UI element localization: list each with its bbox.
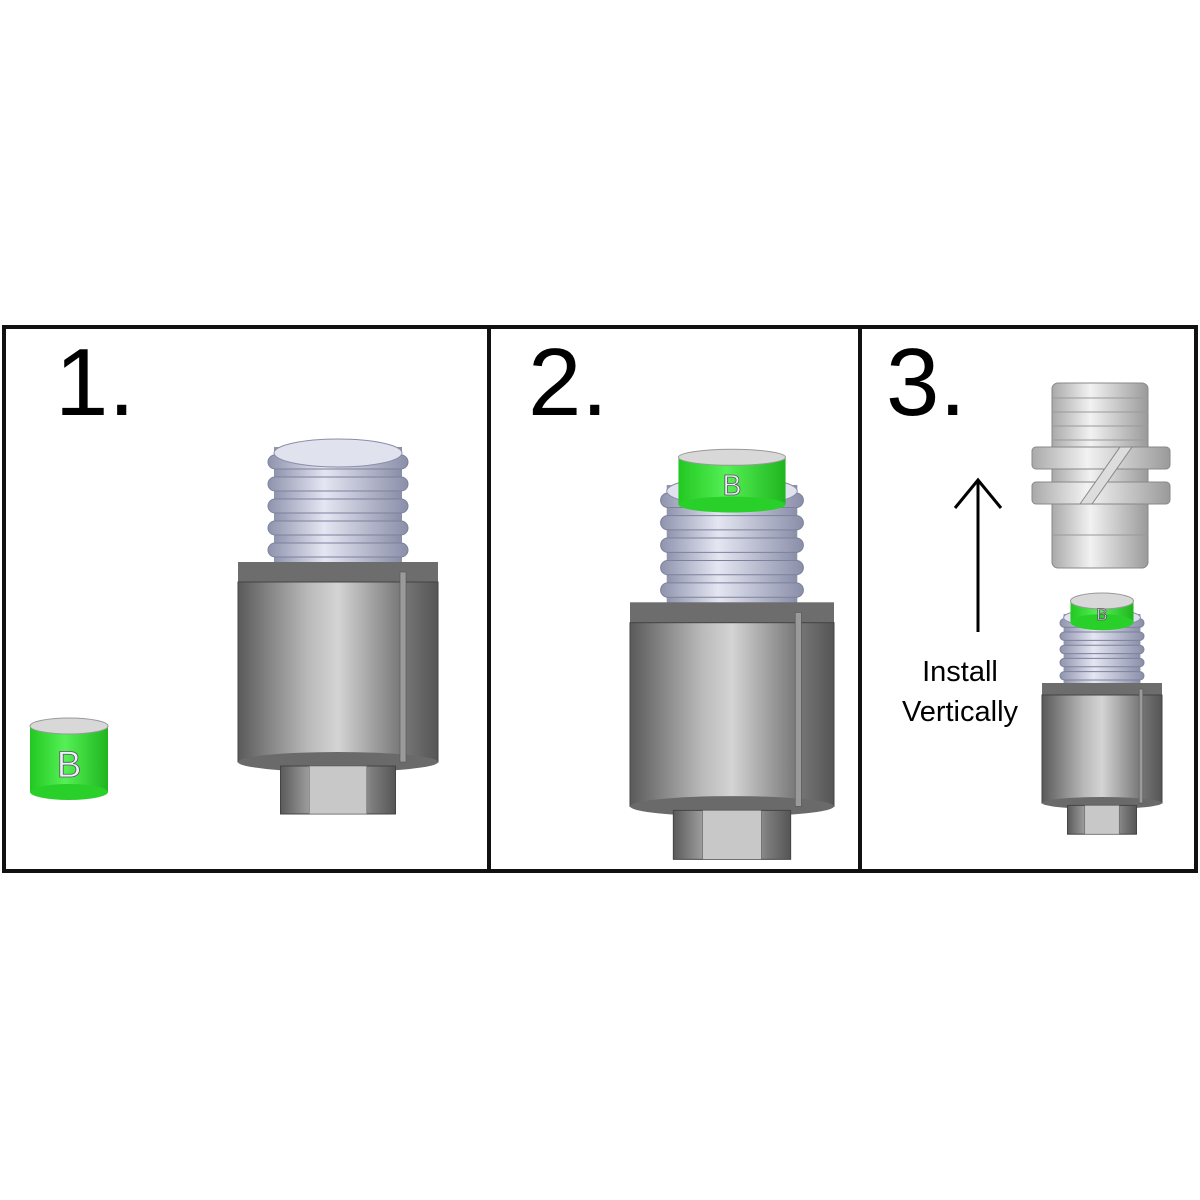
fitting: [237, 438, 439, 815]
thread-ridge: [660, 515, 804, 531]
step-2-number: 2.: [528, 329, 609, 436]
cap-letter: B: [1096, 605, 1107, 624]
coupler: [1031, 382, 1171, 569]
cap-bottom: [1070, 614, 1134, 631]
thread-ridge: [267, 476, 409, 492]
body-slot: [399, 571, 407, 763]
cap-top: [1070, 592, 1134, 610]
thread-ridge: [1059, 644, 1145, 655]
fitting: B: [629, 448, 835, 860]
thread-ridge: [267, 542, 409, 558]
thread-ridge: [1059, 657, 1145, 668]
panel-divider: [858, 325, 862, 873]
thread-ridge: [660, 582, 804, 598]
step-1-number: 1.: [55, 329, 136, 436]
hex-face: [1084, 805, 1120, 835]
hex-face: [702, 810, 762, 860]
collar: [1042, 683, 1162, 698]
thread-ridge: [267, 498, 409, 514]
cap-band: [30, 726, 108, 792]
body-slot: [1138, 688, 1144, 804]
panel-divider: [487, 325, 491, 873]
cap-letter: B: [723, 470, 742, 502]
body: [629, 622, 835, 807]
cap-bottom: [30, 784, 108, 800]
body: [237, 581, 439, 763]
cap-top: [29, 717, 109, 735]
panel-3-parts: B: [953, 382, 1171, 835]
thread-ridge: [660, 537, 804, 553]
panel-2-parts: B: [629, 448, 835, 860]
step-3-number: 3.: [886, 329, 967, 436]
thread-ridge: [267, 520, 409, 536]
green-cap: B: [1070, 592, 1134, 631]
cap-bottom: [678, 496, 786, 513]
thread-ridge: [1059, 671, 1145, 681]
body-slot: [794, 612, 802, 807]
green-cap: B: [677, 448, 787, 513]
coupler-flange: [1031, 446, 1171, 470]
caption-vertically: Vertically: [901, 696, 1019, 728]
thread-ridge: [660, 559, 804, 576]
fitting: B: [1041, 592, 1163, 835]
cap-letter: B: [57, 744, 82, 785]
coupler-helix: [1079, 446, 1133, 505]
green-cap: B: [29, 717, 109, 800]
caption-install: Install: [922, 656, 998, 688]
body: [1041, 694, 1163, 804]
hex-face: [308, 765, 368, 815]
thread-top: [273, 438, 403, 468]
instruction-frame: [2, 325, 1198, 873]
panel-1-parts: B: [29, 438, 439, 815]
thread-ridge: [1059, 631, 1145, 641]
arrow-head: [953, 477, 1003, 509]
cap-top: [677, 448, 787, 466]
